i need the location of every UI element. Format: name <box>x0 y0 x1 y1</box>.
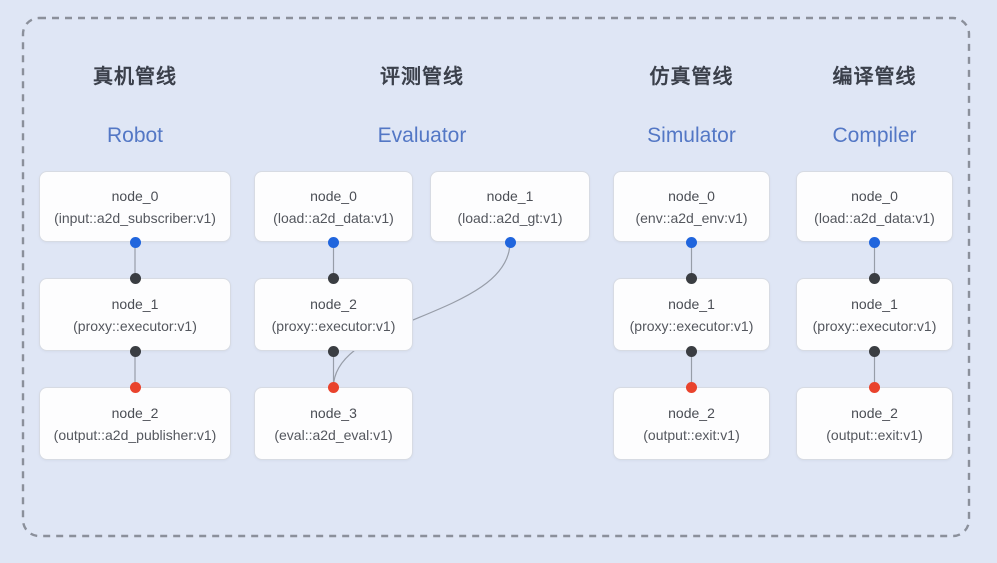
output-port-dark[interactable] <box>686 345 697 357</box>
node-name: node_1 <box>111 295 159 312</box>
node-type: (output::a2d_publisher:v1) <box>53 426 217 443</box>
node-type: (env::a2d_env:v1) <box>635 209 748 226</box>
output-port-blue[interactable] <box>129 236 141 248</box>
output-port-blue[interactable] <box>328 236 339 248</box>
node-type: (load::a2d_data:v1) <box>273 209 394 226</box>
pipeline-title-robot: 真机管线 <box>93 66 177 88</box>
node-type: (output::exit:v1) <box>643 426 740 443</box>
pipeline-subtitle-robot: Robot <box>106 124 164 147</box>
output-port-dark[interactable] <box>129 345 141 357</box>
input-port-dark[interactable] <box>129 272 141 284</box>
output-port-dark[interactable] <box>328 345 339 357</box>
node-type: (proxy::executor:v1) <box>73 317 197 334</box>
node-type: (eval::a2d_eval:v1) <box>274 426 393 443</box>
node-evaluator-node1[interactable]: node_1 (load::a2d_gt:v1) <box>430 171 590 242</box>
node-name: node_0 <box>310 187 357 204</box>
output-port-blue[interactable] <box>869 236 880 248</box>
node-type: (proxy::executor:v1) <box>271 317 396 334</box>
node-type: (load::a2d_data:v1) <box>814 209 935 226</box>
output-port-dark[interactable] <box>869 345 880 357</box>
node-evaluator-node0[interactable]: node_0 (load::a2d_data:v1) <box>254 171 413 242</box>
node-robot-node0[interactable]: node_0 (input::a2d_subscriber:v1) <box>39 171 231 242</box>
node-robot-node1[interactable]: node_1 (proxy::executor:v1) <box>39 278 231 351</box>
input-port-dark[interactable] <box>328 272 339 284</box>
node-type: (load::a2d_gt:v1) <box>457 209 563 226</box>
input-port-red[interactable] <box>129 381 141 393</box>
pipeline-title-evaluator: 评测管线 <box>380 66 464 88</box>
node-name: node_1 <box>668 295 715 312</box>
node-type: (proxy::executor:v1) <box>812 317 937 334</box>
node-type: (output::exit:v1) <box>826 426 923 443</box>
input-port-dark[interactable] <box>686 272 697 284</box>
pipeline-title-compiler: 编译管线 <box>832 66 917 88</box>
node-name: node_1 <box>851 295 898 312</box>
node-name: node_1 <box>486 187 534 204</box>
node-evaluator-node3[interactable]: node_3 (eval::a2d_eval:v1) <box>254 387 413 460</box>
edge-evaluator-n1-n3 <box>332 241 511 388</box>
node-compiler-node0[interactable]: node_0 (load::a2d_data:v1) <box>796 171 953 242</box>
node-compiler-node2[interactable]: node_2 (output::exit:v1) <box>796 387 953 460</box>
node-name: node_2 <box>851 404 898 421</box>
input-port-red[interactable] <box>686 381 697 393</box>
pipeline-subtitle-simulator: Simulator <box>647 124 736 147</box>
node-name: node_0 <box>111 187 159 204</box>
node-name: node_0 <box>851 187 898 204</box>
node-name: node_2 <box>111 404 159 421</box>
node-name: node_2 <box>310 295 357 312</box>
node-type: (proxy::executor:v1) <box>629 317 754 334</box>
node-simulator-node0[interactable]: node_0 (env::a2d_env:v1) <box>613 171 770 242</box>
pipeline-title-simulator: 仿真管线 <box>649 66 734 88</box>
node-name: node_2 <box>668 404 715 421</box>
node-simulator-node2[interactable]: node_2 (output::exit:v1) <box>613 387 770 460</box>
node-name: node_3 <box>310 404 357 421</box>
pipeline-subtitle-compiler: Compiler <box>832 124 917 147</box>
pipeline-subtitle-evaluator: Evaluator <box>377 124 467 147</box>
output-port-blue[interactable] <box>504 236 516 248</box>
node-simulator-node1[interactable]: node_1 (proxy::executor:v1) <box>613 278 770 351</box>
output-port-blue[interactable] <box>686 236 697 248</box>
node-type: (input::a2d_subscriber:v1) <box>54 209 216 226</box>
input-port-red[interactable] <box>869 381 880 393</box>
node-compiler-node1[interactable]: node_1 (proxy::executor:v1) <box>796 278 953 351</box>
node-evaluator-node2[interactable]: node_2 (proxy::executor:v1) <box>254 278 413 351</box>
input-port-red[interactable] <box>328 381 339 393</box>
node-name: node_0 <box>668 187 715 204</box>
node-robot-node2[interactable]: node_2 (output::a2d_publisher:v1) <box>39 387 231 460</box>
input-port-dark[interactable] <box>869 272 880 284</box>
dashed-border <box>21 16 971 538</box>
